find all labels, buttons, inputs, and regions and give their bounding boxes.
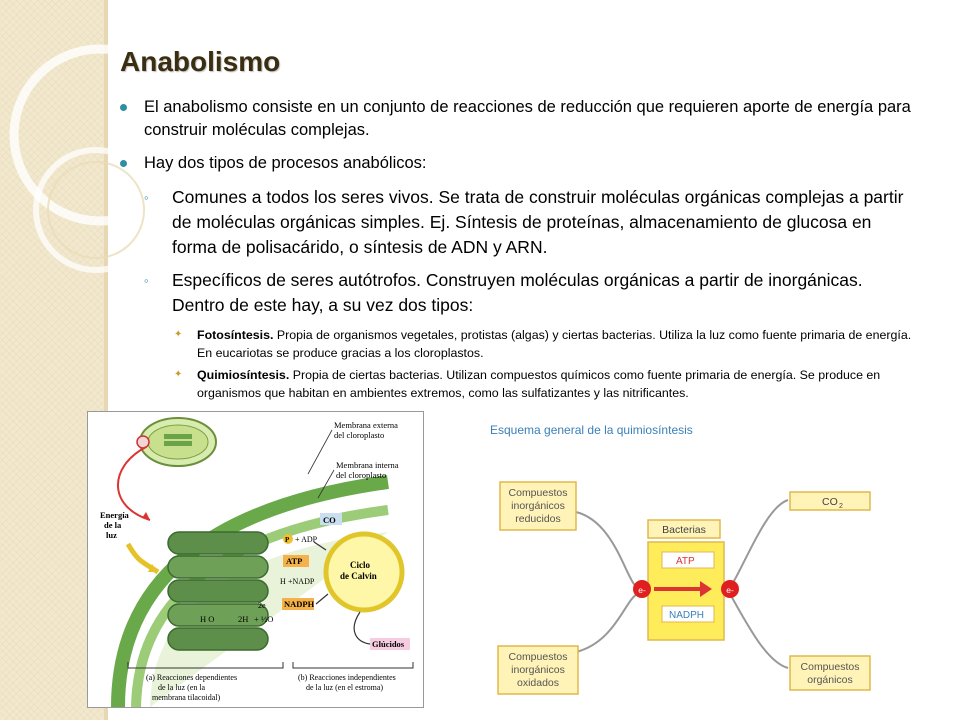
sub-bullet-especificos: ◦ Específicos de seres autótrofos. Constr… xyxy=(120,268,920,318)
reduced-compounds-box xyxy=(499,481,577,531)
circle-bullet-icon: ◦ xyxy=(144,190,149,205)
nadph-box xyxy=(282,598,314,610)
label-membrana-interna-2: del cloroplasto xyxy=(336,470,386,480)
2h-label: 2H xyxy=(238,614,248,624)
term-quimiosintesis: Quimiosíntesis. xyxy=(197,368,290,382)
reduced-label-2: inorgánicos xyxy=(511,500,565,512)
caption-a-1: (a) Reacciones dependientes xyxy=(146,673,237,682)
caption-a-2: de la luz (en la xyxy=(158,683,206,692)
caption-a-3: membrana tilacoidal) xyxy=(152,693,221,702)
calvin-cycle xyxy=(323,531,405,613)
organic-label-1: Compuestos xyxy=(801,661,860,673)
p-label: P xyxy=(285,536,290,544)
caption-b-2: de la luz (en el estroma) xyxy=(306,683,383,692)
reduced-label-1: Compuestos xyxy=(509,487,568,499)
label-energia-2: de la xyxy=(104,520,122,530)
nadph-label: NADPH xyxy=(284,599,315,609)
sub-sub-bullet-quimiosintesis: ✦ Quimiosíntesis. Propia de ciertas bacte… xyxy=(120,366,920,402)
phosphate-icon xyxy=(283,534,293,544)
bullet-types: Hay dos tipos de procesos anabólicos: xyxy=(120,152,920,175)
label-energia-3: luz xyxy=(106,530,117,540)
thylakoid-disc xyxy=(167,627,269,651)
chemosynthesis-diagram: Esquema general de la quimiosíntesis Com… xyxy=(490,423,871,695)
oxidized-compounds-box xyxy=(497,645,579,695)
term-fotosintesis: Fotosíntesis. xyxy=(197,328,274,342)
circle-bullet-icon: ◦ xyxy=(144,273,149,288)
e-left-label: e- xyxy=(638,585,646,595)
oxidized-label-3: oxidados xyxy=(517,677,559,689)
slide-title: Anabolismo xyxy=(120,46,281,77)
label-membrana-interna-1: Membrana interna xyxy=(336,460,399,470)
co2-box xyxy=(789,491,871,511)
h-label: H xyxy=(280,577,286,586)
chemosynthesis-figure: Esquema general de la quimiosíntesis Com… xyxy=(466,412,926,708)
ciclo-label-2: de Calvin xyxy=(340,571,377,581)
co2-label: CO xyxy=(323,515,336,525)
atp-box xyxy=(661,551,715,569)
caption-b-1: (b) Reacciones independientes xyxy=(298,673,396,682)
photosynthesis-diagram: Membrana externa del cloroplasto Membran… xyxy=(100,417,414,708)
thylakoid-disc xyxy=(167,603,269,627)
sidebar-divider xyxy=(104,0,108,720)
label-membrana-externa-1: Membrana externa xyxy=(334,420,398,430)
label-energia-1: Energía xyxy=(100,510,130,520)
nadp-label: +NADP xyxy=(288,577,315,586)
co2-subscript: 2 xyxy=(839,503,843,510)
e-right-label: e- xyxy=(726,585,734,595)
oxidized-label-1: Compuestos xyxy=(509,651,568,663)
thylakoid-disc xyxy=(167,579,269,603)
bullet-definition: El anabolismo consiste en un conjunto de… xyxy=(120,96,920,142)
glucidos-box xyxy=(370,638,410,650)
organic-label-2: orgánicos xyxy=(807,674,853,686)
bacterias-label: Bacterias xyxy=(662,524,706,536)
zoom-arrow xyxy=(117,446,151,521)
bacterias-box xyxy=(647,519,721,539)
thylakoid-disc xyxy=(167,555,269,579)
organic-compounds-box xyxy=(789,655,871,691)
co2-label: CO xyxy=(822,496,838,508)
photosynthesis-figure: Membrana externa del cloroplasto Membran… xyxy=(87,411,424,708)
nadph-label: NADPH xyxy=(669,610,704,621)
thylakoid-disc xyxy=(167,531,269,555)
star-bullet-icon: ✦ xyxy=(174,329,183,340)
ciclo-label-1: Ciclo xyxy=(350,560,370,570)
fotosintesis-text: Propia de organismos vegetales, protista… xyxy=(197,328,912,360)
adp-label: + ADP xyxy=(295,535,318,544)
sub-sub-bullet-fotosintesis: ✦ Fotosíntesis. Propia de organismos vege… xyxy=(120,326,920,362)
reduced-label-3: reducidos xyxy=(515,513,561,525)
slide-body: El anabolismo consiste en un conjunto de… xyxy=(120,96,920,406)
o2-label: + ½O xyxy=(254,614,273,624)
atp-label: ATP xyxy=(286,556,302,566)
decorative-rings xyxy=(9,44,191,273)
glucidos-label: Glúcidos xyxy=(372,639,405,649)
atp-box xyxy=(283,555,309,567)
nadph-box xyxy=(661,605,715,623)
sub-bullet-especificos-text: Específicos de seres autótrofos. Constru… xyxy=(172,270,863,315)
co2-box xyxy=(320,513,342,525)
quimiosintesis-text: Propia de ciertas bacterias. Utilizan co… xyxy=(197,368,881,400)
electron-left-icon xyxy=(633,580,651,598)
chemo-title: Esquema general de la quimiosíntesis xyxy=(490,423,693,437)
2e-label: 2e xyxy=(258,601,266,610)
sub-bullet-comunes-text: Comunes a todos los seres vivos. Se trat… xyxy=(172,187,904,257)
star-bullet-icon: ✦ xyxy=(174,369,183,380)
oxidized-label-2: inorgánicos xyxy=(511,664,565,676)
sub-bullet-comunes: ◦ Comunes a todos los seres vivos. Se tra… xyxy=(120,185,920,260)
label-membrana-externa-2: del cloroplasto xyxy=(334,430,384,440)
h2o-label: H O xyxy=(200,614,214,624)
atp-label: ATP xyxy=(676,556,695,567)
electron-right-icon xyxy=(721,580,739,598)
